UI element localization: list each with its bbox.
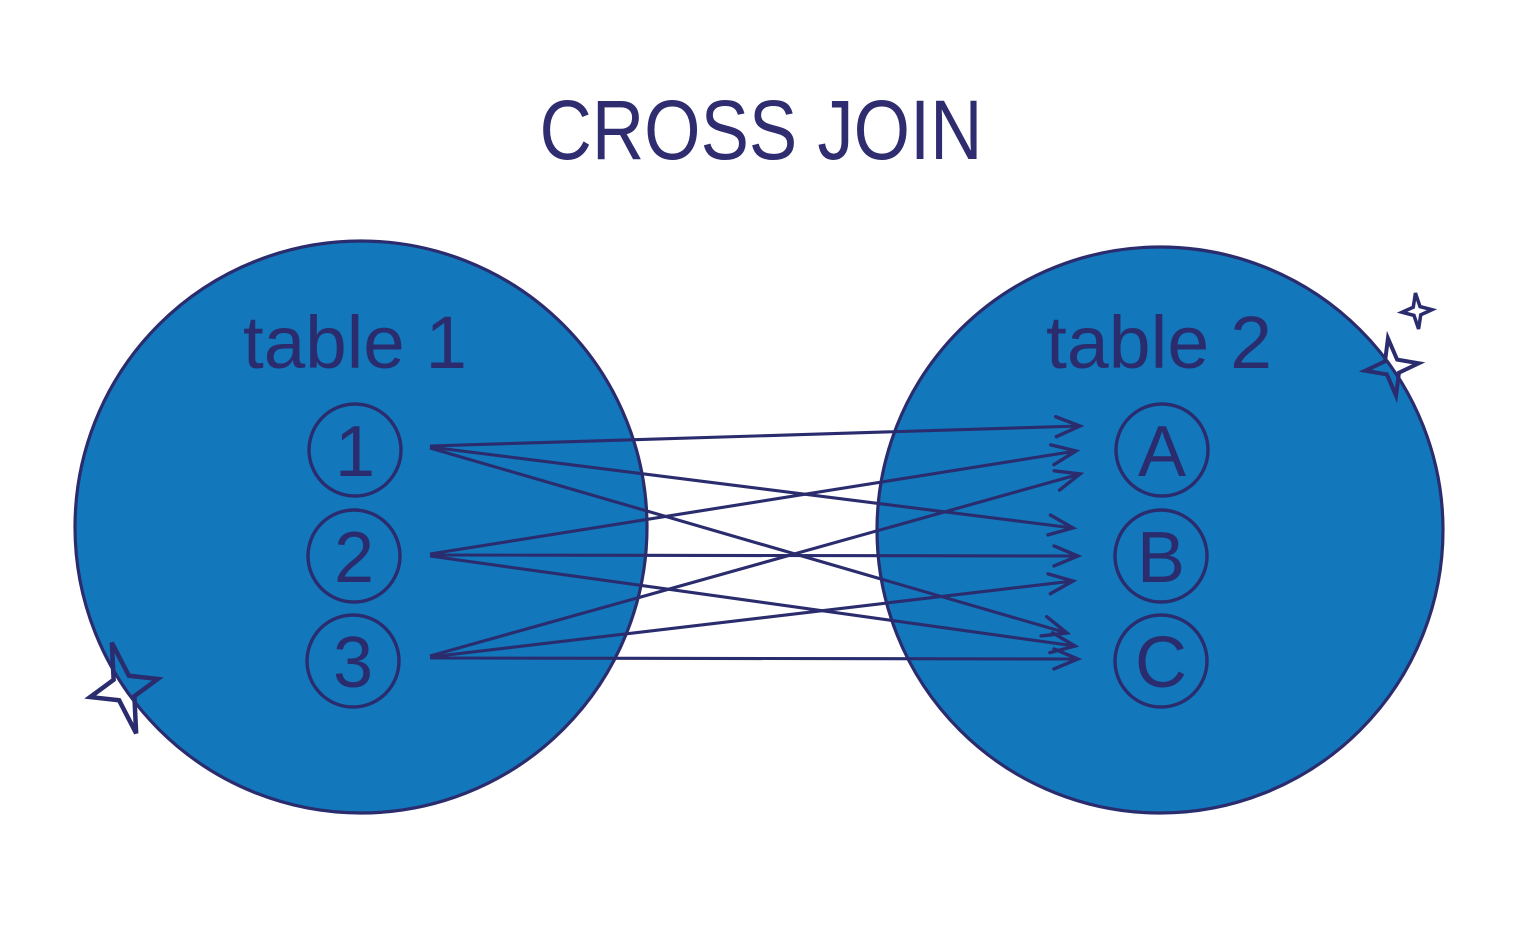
- arrow-2-to-C: [429, 554, 1075, 646]
- arrow-3-to-A: [429, 474, 1080, 658]
- sparkle-icon: [1358, 330, 1426, 404]
- item-circle-2: [306, 508, 402, 604]
- item-label-1: 1: [335, 412, 375, 492]
- arrow-3-to-C: [429, 658, 1078, 659]
- item-label-3: 3: [333, 623, 373, 703]
- arrow-1-to-A: [429, 426, 1080, 448]
- item-circle-A: [1114, 402, 1210, 498]
- item-circle-C: [1113, 613, 1209, 709]
- item-circle-3: [305, 613, 401, 709]
- set-label-table-2: table 2: [1046, 301, 1272, 384]
- item-label-A: A: [1138, 412, 1186, 492]
- arrow-1-to-C: [429, 446, 1067, 633]
- sparkles-layer: [84, 292, 1438, 735]
- item-circles-layer: 1 2 3 ABC: [305, 402, 1210, 709]
- diagram-title: CROSS JOIN: [540, 83, 983, 177]
- arrow-2-to-A: [429, 451, 1076, 556]
- set-circle-table-1: [73, 239, 649, 815]
- arrows-layer: [429, 426, 1080, 659]
- item-circle-B: [1113, 508, 1209, 604]
- item-label-C: C: [1135, 623, 1187, 703]
- item-label-2: 2: [334, 518, 374, 598]
- arrow-1-to-B: [429, 445, 1073, 528]
- arrow-2-to-B: [429, 555, 1078, 556]
- set-label-table-1: table 1: [243, 301, 467, 384]
- set-circles-layer: table 1 table 2: [73, 239, 1445, 815]
- sparkle-icon: [84, 641, 164, 735]
- arrow-3-to-B: [429, 581, 1073, 659]
- item-label-B: B: [1137, 518, 1185, 598]
- sparkle-icon: [1396, 292, 1438, 330]
- item-circle-1: [307, 402, 403, 498]
